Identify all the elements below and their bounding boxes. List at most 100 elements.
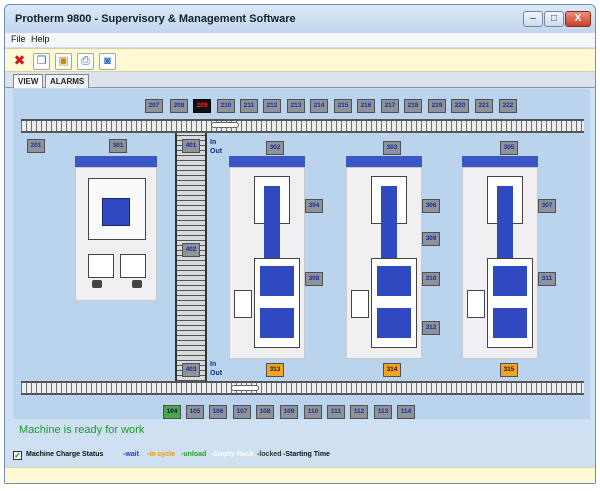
loader-machine-panel bbox=[75, 167, 157, 301]
title-bar: Protherm 9800 - Supervisory & Management… bbox=[5, 5, 595, 33]
menu-file[interactable]: File bbox=[11, 34, 26, 44]
station-302[interactable]: 302 bbox=[266, 141, 284, 155]
out-label-bottom: Out bbox=[210, 370, 223, 377]
machine-2-basket-b bbox=[377, 308, 411, 338]
bottom-conveyor bbox=[21, 381, 584, 395]
machine-2-pump bbox=[351, 290, 369, 318]
station-305[interactable]: 305 bbox=[500, 141, 518, 155]
station-314[interactable]: 314 bbox=[383, 363, 401, 377]
station-310[interactable]: 310 bbox=[422, 272, 440, 286]
station-219[interactable]: 219 bbox=[428, 99, 446, 113]
window-title: Protherm 9800 - Supervisory & Management… bbox=[15, 13, 296, 25]
transfer-arrow-icon bbox=[211, 122, 239, 128]
station-221[interactable]: 221 bbox=[475, 99, 493, 113]
out-label-top: Out bbox=[210, 148, 223, 155]
station-109[interactable]: 109 bbox=[280, 405, 298, 419]
station-307[interactable]: 307 bbox=[538, 199, 556, 213]
legend-empty-rack: -Empty Rack bbox=[211, 451, 254, 458]
in-label-top: In bbox=[210, 139, 217, 146]
station-105[interactable]: 105 bbox=[186, 405, 204, 419]
station-301[interactable]: 301 bbox=[109, 139, 127, 153]
legend-in-cycle: -in cycle bbox=[147, 451, 176, 458]
station-214[interactable]: 214 bbox=[310, 99, 328, 113]
legend-unload: -unload bbox=[181, 451, 207, 458]
station-212[interactable]: 212 bbox=[263, 99, 281, 113]
top-conveyor bbox=[21, 119, 584, 133]
station-108[interactable]: 108 bbox=[256, 405, 274, 419]
station-403[interactable]: 403 bbox=[182, 363, 200, 377]
status-message: Machine is ready for work bbox=[19, 424, 145, 436]
maximize-button[interactable]: □ bbox=[544, 11, 564, 27]
legend-bar: ✓ Machine Charge Status -wait -in cycle … bbox=[13, 451, 573, 463]
settings-icon[interactable]: ◙ bbox=[99, 53, 116, 70]
machine-2-basket-a bbox=[377, 266, 411, 296]
vertical-conveyor bbox=[175, 133, 207, 381]
station-216[interactable]: 216 bbox=[357, 99, 375, 113]
station-315[interactable]: 315 bbox=[500, 363, 518, 377]
station-303[interactable]: 303 bbox=[383, 141, 401, 155]
menu-help[interactable]: Help bbox=[31, 34, 50, 44]
station-213[interactable]: 213 bbox=[287, 99, 305, 113]
machine-1-basket-b bbox=[260, 308, 294, 338]
loader-header-bar bbox=[75, 156, 157, 167]
station-313[interactable]: 313 bbox=[266, 363, 284, 377]
station-207[interactable]: 207 bbox=[145, 99, 163, 113]
station-110[interactable]: 110 bbox=[304, 405, 322, 419]
station-208[interactable]: 208 bbox=[170, 99, 188, 113]
station-211[interactable]: 211 bbox=[240, 99, 258, 113]
machine-1-chamber bbox=[264, 186, 280, 272]
loader-base-left bbox=[88, 254, 114, 278]
station-112[interactable]: 112 bbox=[350, 405, 368, 419]
station-111[interactable]: 111 bbox=[327, 405, 345, 419]
paste-icon[interactable]: ▣ bbox=[55, 53, 72, 70]
station-217[interactable]: 217 bbox=[381, 99, 399, 113]
tab-view[interactable]: VIEW bbox=[13, 74, 44, 88]
station-309[interactable]: 309 bbox=[422, 232, 440, 246]
tab-alarms[interactable]: ALARMS bbox=[45, 74, 90, 88]
station-402[interactable]: 402 bbox=[182, 243, 200, 257]
station-113[interactable]: 113 bbox=[374, 405, 392, 419]
tab-strip: VIEW ALARMS bbox=[5, 72, 595, 88]
bottom-status-strip bbox=[5, 467, 595, 483]
close-window-button[interactable]: X bbox=[565, 11, 591, 27]
machine-2-chamber bbox=[381, 186, 397, 272]
station-312[interactable]: 312 bbox=[422, 321, 440, 335]
machine-3-header bbox=[462, 156, 538, 167]
loader-wheel-right bbox=[132, 280, 142, 288]
machine-3-basket-a bbox=[493, 266, 527, 296]
station-201[interactable]: 201 bbox=[27, 139, 45, 153]
station-220[interactable]: 220 bbox=[451, 99, 469, 113]
station-218[interactable]: 218 bbox=[404, 99, 422, 113]
station-311[interactable]: 311 bbox=[538, 272, 556, 286]
machine-3-chamber bbox=[497, 186, 513, 272]
station-306[interactable]: 306 bbox=[422, 199, 440, 213]
close-icon[interactable]: ✖ bbox=[13, 52, 26, 68]
copy-icon[interactable]: ❐ bbox=[33, 53, 50, 70]
station-210[interactable]: 210 bbox=[217, 99, 235, 113]
transfer-arrow-icon bbox=[231, 385, 259, 391]
station-106[interactable]: 106 bbox=[209, 405, 227, 419]
station-209[interactable]: 209 bbox=[193, 99, 211, 113]
menu-bar: File Help bbox=[5, 33, 595, 47]
print-icon[interactable]: ⎙ bbox=[77, 53, 94, 70]
machine-1-basket-a bbox=[260, 266, 294, 296]
machine-1-pump bbox=[234, 290, 252, 318]
toolbar: ✖ ❐ ▣ ⎙ ◙ bbox=[5, 48, 595, 72]
station-107[interactable]: 107 bbox=[233, 405, 251, 419]
legend-wait: -wait bbox=[123, 451, 139, 458]
station-308[interactable]: 308 bbox=[305, 272, 323, 286]
legend-starting-time: -Starting Time bbox=[283, 451, 330, 458]
station-222[interactable]: 222 bbox=[499, 99, 517, 113]
loader-base-right bbox=[120, 254, 146, 278]
machine-charge-checkbox[interactable]: ✓ bbox=[13, 451, 22, 460]
machine-charge-label: Machine Charge Status bbox=[26, 451, 104, 458]
station-104[interactable]: 104 bbox=[163, 405, 181, 419]
station-401[interactable]: 401 bbox=[182, 139, 200, 153]
application-window: Protherm 9800 - Supervisory & Management… bbox=[4, 4, 596, 484]
station-215[interactable]: 215 bbox=[334, 99, 352, 113]
station-114[interactable]: 114 bbox=[397, 405, 415, 419]
loader-wheel-left bbox=[92, 280, 102, 288]
station-304[interactable]: 304 bbox=[305, 199, 323, 213]
minimize-button[interactable]: – bbox=[523, 11, 543, 27]
plant-layout-canvas: 207 208 209 210 211 212 213 214 215 216 … bbox=[13, 89, 590, 419]
